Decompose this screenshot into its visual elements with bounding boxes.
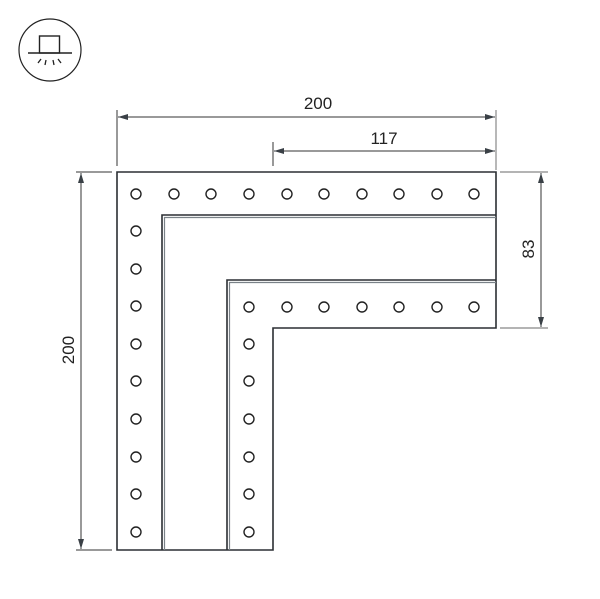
led-dots-outer	[130, 188, 480, 538]
dimension-inner-width: 117	[272, 129, 495, 166]
dimension-arm-height: 83	[500, 171, 548, 329]
led-dots-inner	[243, 301, 480, 538]
ceiling-mount-lamp-icon	[18, 18, 82, 82]
dimension-overall-height: 200	[59, 171, 112, 551]
dimension-label-arm-height: 83	[519, 240, 538, 259]
l-connector-diffuser-channel	[161, 214, 496, 550]
dimension-overall-width: 200	[116, 94, 497, 170]
dimension-label-overall-height: 200	[59, 336, 78, 364]
l-connector-outline	[116, 171, 497, 551]
dimension-label-overall-width: 200	[304, 94, 332, 113]
dimension-label-inner-width: 117	[370, 129, 397, 148]
